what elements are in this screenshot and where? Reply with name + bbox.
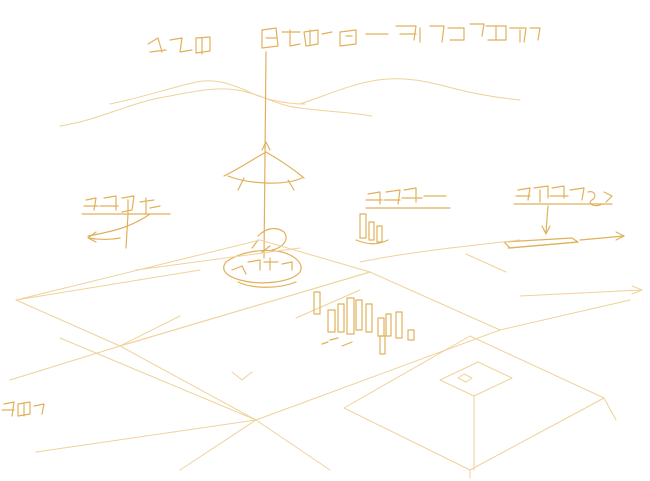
right-label-scribble bbox=[514, 186, 612, 234]
inset-square bbox=[344, 336, 616, 478]
lower-left-label-scribble bbox=[2, 402, 44, 416]
right-bar-with-arrow bbox=[504, 232, 624, 248]
right-arrow-line bbox=[360, 240, 520, 262]
far-right-arrow bbox=[520, 286, 642, 296]
upper-bar-cluster bbox=[356, 214, 388, 244]
mid-right-label-scribble bbox=[366, 188, 450, 208]
mountain-ridge-right bbox=[300, 79, 520, 104]
cone-marker bbox=[224, 142, 304, 190]
central-plaza-drawing bbox=[224, 229, 301, 288]
mountain-ridge-front bbox=[110, 81, 305, 104]
title-scribble bbox=[148, 24, 540, 54]
vertical-axis bbox=[264, 52, 266, 258]
mountain-ridge-back bbox=[60, 89, 372, 126]
tower-cluster bbox=[314, 292, 414, 354]
left-label-scribble bbox=[82, 196, 170, 248]
ground-grid bbox=[10, 240, 630, 470]
